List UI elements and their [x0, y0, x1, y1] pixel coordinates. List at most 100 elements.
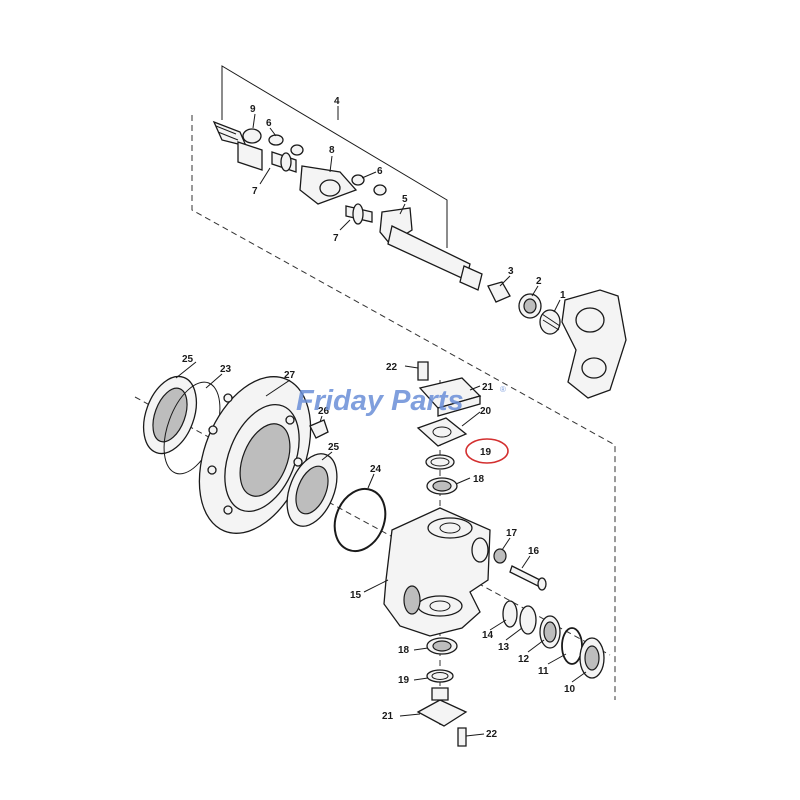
- bearing-18-top-inner: [432, 480, 452, 492]
- kingpin-cap-21-top-side: [437, 395, 481, 417]
- seal-19-bottom: [426, 669, 454, 683]
- callout-25a: 25: [182, 354, 194, 365]
- leader-18a: [455, 477, 471, 485]
- spider-cap-7a: [280, 152, 292, 172]
- hub-bolt-hole: [223, 505, 233, 515]
- leader-25a: [175, 361, 197, 379]
- leader-19b: [413, 677, 429, 681]
- callout-3: 3: [508, 266, 514, 277]
- leader-25b: [321, 451, 333, 461]
- housing-bore-upper: [575, 307, 605, 333]
- shim-20: [416, 417, 468, 447]
- shaft-body: [387, 225, 471, 281]
- snap-ring-6b: [351, 174, 365, 186]
- callout-24: 24: [370, 464, 382, 475]
- hub-axis-line: [134, 396, 611, 656]
- callout-6a: 6: [266, 118, 272, 129]
- kingpin-cap-21-bottom: [416, 699, 468, 727]
- hub-bolt-hole: [293, 457, 303, 467]
- leader-20: [461, 411, 481, 427]
- knuckle-top-bore: [439, 522, 461, 534]
- seal-2-inner: [523, 298, 537, 314]
- callout-21b: 21: [382, 711, 394, 722]
- shim-20-hole: [432, 426, 452, 438]
- yoke-body-left: [237, 141, 263, 171]
- callout-15: 15: [350, 590, 362, 601]
- callout-13: 13: [498, 642, 510, 653]
- leader-18b: [413, 647, 429, 651]
- leader-24: [367, 473, 375, 489]
- callout-10: 10: [564, 684, 576, 695]
- callout-9: 9: [250, 104, 256, 115]
- seal-19-bottom-inner: [431, 672, 449, 680]
- bearing-cup-6a: [290, 144, 304, 156]
- leader-21a: [469, 385, 481, 391]
- leader-22a: [404, 365, 419, 369]
- hub-bolt-hole: [223, 393, 233, 403]
- hub-bolt-hole: [208, 425, 218, 435]
- snap-ring-11: [561, 627, 583, 665]
- kingpin-cap-21-bottom-boss: [431, 687, 449, 701]
- seal-19-top: [425, 454, 455, 470]
- leader-14: [489, 619, 507, 631]
- hub-bolt-hole: [285, 415, 295, 425]
- leader-26: [319, 415, 323, 423]
- needle-bearing-1: [539, 309, 561, 335]
- seal-10-inner: [584, 645, 600, 671]
- watermark-registered-mark: ®: [500, 385, 506, 394]
- callout-26: 26: [318, 406, 330, 417]
- leader-17: [501, 537, 511, 551]
- callout-2: 2: [536, 276, 542, 287]
- nut-17: [493, 548, 507, 564]
- snap-ring-6a: [268, 134, 284, 146]
- callout-8: 8: [329, 145, 335, 156]
- callout-11: 11: [538, 666, 549, 677]
- knuckle-bottom-bore: [429, 600, 451, 612]
- hub-bolt-hole: [207, 465, 217, 475]
- leader-27: [265, 379, 291, 397]
- shim-13: [519, 605, 537, 635]
- bolt-22-bottom: [457, 727, 467, 747]
- callout-19a: 19: [480, 447, 492, 458]
- leader-16: [521, 555, 531, 569]
- center-yoke-bore: [319, 179, 341, 197]
- callout-12: 12: [518, 654, 530, 665]
- drive-shaft-group: [191, 65, 627, 700]
- spider-cap-7b: [352, 203, 364, 225]
- leader-12: [527, 639, 545, 653]
- leader-23: [205, 373, 223, 389]
- callout-18b: 18: [398, 645, 410, 656]
- leader-6b: [361, 171, 377, 179]
- callout-20: 20: [480, 406, 492, 417]
- callout-4: 4: [334, 96, 340, 107]
- leader-7b: [339, 219, 351, 231]
- hub-bore: [239, 423, 291, 497]
- knuckle-bottom-boss: [417, 595, 463, 617]
- knuckle-spindle-bore: [403, 585, 421, 615]
- callout-23: 23: [220, 364, 232, 375]
- callout-16: 16: [528, 546, 540, 557]
- leader-10: [571, 671, 587, 683]
- hub-assembly-group: [134, 361, 611, 747]
- seal-19-top-inner: [430, 457, 450, 467]
- leader-2: [531, 285, 539, 297]
- leader-13: [505, 627, 523, 641]
- housing-bore-lower: [581, 357, 607, 379]
- bearing-18-bottom-inner: [432, 640, 452, 652]
- knuckle-side-boss: [471, 537, 489, 563]
- leader-3: [499, 275, 511, 287]
- leader-9: [252, 113, 256, 129]
- leader-21b: [399, 713, 421, 717]
- needle-bearing-lines: [541, 313, 561, 331]
- wheel-stud-26: [309, 419, 329, 439]
- bushing-3: [487, 281, 511, 303]
- callout-27: 27: [284, 370, 296, 381]
- leader-8: [329, 155, 333, 173]
- callout-7a: 7: [252, 186, 258, 197]
- item-4-bracket: [221, 65, 448, 248]
- leader-7a: [259, 167, 271, 185]
- callout-19b: 19: [398, 675, 410, 686]
- callout-22b: 22: [486, 729, 498, 740]
- highlighted-callout-19: 19: [465, 438, 509, 464]
- bearing-25-right-inner: [295, 465, 329, 515]
